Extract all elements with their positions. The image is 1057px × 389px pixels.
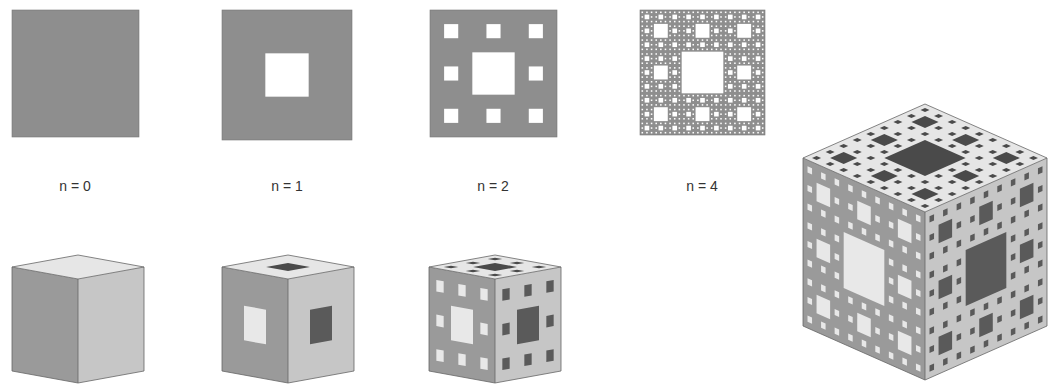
menger-sponge: [12, 255, 144, 383]
iteration-label: n = 2: [448, 178, 538, 194]
sponge-face: [429, 255, 561, 279]
iteration-label: n = 0: [30, 178, 120, 194]
sponge-face: [12, 267, 78, 383]
sponge-face: [12, 255, 144, 279]
iteration-label: n = 1: [242, 178, 332, 194]
sponge-face: [803, 104, 1047, 212]
sponge-face: [429, 267, 495, 383]
iteration-label: n = 4: [657, 178, 747, 194]
sierpinski-carpet: [222, 10, 352, 140]
menger-sponge: [803, 104, 1047, 380]
menger-sponge: [222, 255, 354, 383]
sponge-face: [495, 267, 561, 383]
sponge-face: [288, 267, 354, 383]
sponge-face: [222, 267, 288, 383]
sponge-face: [78, 267, 144, 383]
sierpinski-carpet: [640, 10, 765, 135]
sierpinski-carpet: [430, 10, 557, 137]
menger-sponge: [429, 255, 561, 383]
sierpinski-carpet: [12, 10, 139, 137]
sponge-face: [222, 255, 354, 279]
